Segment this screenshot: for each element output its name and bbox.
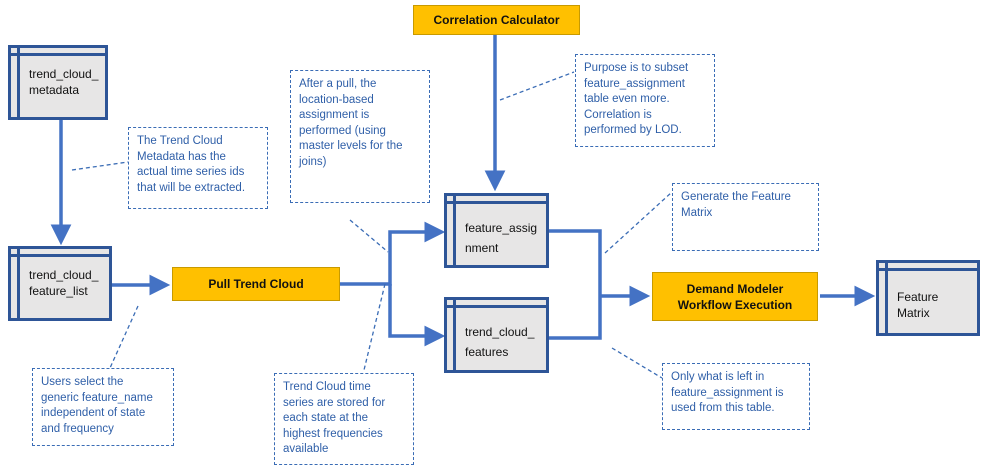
process-pull-trend-cloud[interactable]: Pull Trend Cloud bbox=[172, 267, 340, 301]
process-workflow-execution[interactable]: Demand Modeler Workflow Execution bbox=[652, 272, 818, 321]
leader-left-note bbox=[611, 347, 663, 379]
table-feature-assignment[interactable]: feature_assig nment bbox=[444, 193, 549, 268]
note-after-pull: After a pull, the location-based assignm… bbox=[290, 70, 430, 203]
table-trend-cloud-features[interactable]: trend_cloud_ features bbox=[444, 297, 549, 373]
leader-metadata-note bbox=[71, 161, 129, 171]
note-generate-matrix: Generate the Feature Matrix bbox=[672, 183, 819, 251]
connector-assignment-to-merge bbox=[549, 229, 602, 340]
leader-purpose-note bbox=[499, 71, 575, 101]
note-select-feature: Users select the generic feature_name in… bbox=[32, 368, 174, 446]
leader-generate-note bbox=[604, 191, 673, 254]
note-trend-cloud-stored: Trend Cloud time series are stored for e… bbox=[274, 373, 414, 465]
table-label: trend_cloud_ metadata bbox=[29, 67, 99, 97]
process-correlation-calculator[interactable]: Correlation Calculator bbox=[413, 5, 580, 35]
arrow-pull-to-feature-assignment bbox=[340, 221, 446, 286]
leader-stored-note bbox=[363, 283, 386, 371]
table-trend-cloud-feature-list[interactable]: trend_cloud_ feature_list bbox=[8, 246, 112, 321]
note-purpose: Purpose is to subset feature_assignment … bbox=[575, 54, 715, 147]
leader-select-note bbox=[109, 305, 139, 369]
table-label: trend_cloud_ features bbox=[465, 325, 535, 359]
note-metadata: The Trend Cloud Metadata has the actual … bbox=[128, 127, 268, 209]
note-only-what-left: Only what is left in feature_assignment … bbox=[662, 363, 810, 430]
table-feature-matrix[interactable]: Feature Matrix bbox=[876, 260, 980, 336]
table-trend-cloud-metadata[interactable]: trend_cloud_ metadata bbox=[8, 45, 108, 120]
table-label: trend_cloud_ feature_list bbox=[29, 268, 99, 298]
arrow-pull-to-trend-cloud-features bbox=[388, 284, 446, 347]
leader-pull-note bbox=[349, 219, 389, 253]
table-label: feature_assig nment bbox=[465, 221, 538, 255]
table-label: Feature Matrix bbox=[897, 290, 939, 320]
